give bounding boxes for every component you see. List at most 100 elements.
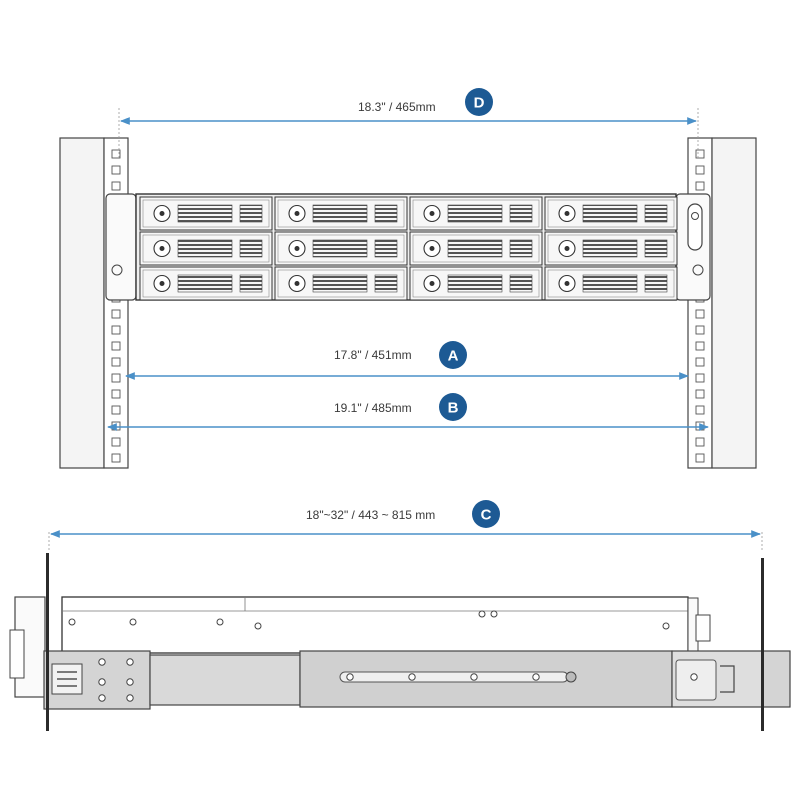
rack-hole <box>111 357 121 367</box>
right-ear-screw <box>692 264 704 276</box>
drive-tray <box>544 196 678 231</box>
drive-tray <box>274 231 408 266</box>
rack-hole <box>111 309 121 319</box>
drive-tray <box>544 266 678 301</box>
dimension-a-badge-letter: A <box>448 348 459 365</box>
left-rack-post <box>59 137 129 469</box>
rack-hole <box>695 421 705 431</box>
tray-vent <box>239 204 263 223</box>
rail-hole <box>98 694 106 702</box>
screw-icon <box>490 610 498 618</box>
drive-tray <box>544 231 678 266</box>
tray-vent <box>312 204 368 223</box>
rack-hole <box>111 373 121 383</box>
rack-hole <box>695 373 705 383</box>
slide-rail <box>43 650 791 710</box>
tray-vent <box>509 204 533 223</box>
screw-icon <box>129 618 137 626</box>
nas-chassis <box>105 193 711 301</box>
tray-vent <box>374 274 398 293</box>
tray-vent <box>644 239 668 258</box>
rail-hole <box>690 673 698 681</box>
dimension-d-label: 18.3" / 465mm <box>358 100 436 114</box>
tray-vent <box>239 274 263 293</box>
drive-tray <box>409 266 543 301</box>
dimension-c-badge-letter: C <box>481 507 492 524</box>
dimension-a-badge <box>439 341 467 369</box>
rack-hole <box>111 149 121 159</box>
rack-hole <box>111 181 121 191</box>
rail-hole <box>346 673 354 681</box>
rail-hole <box>126 658 134 666</box>
drive-tray <box>139 196 273 231</box>
rack-hole <box>111 453 121 463</box>
rack-hole <box>111 341 121 351</box>
inner-rail <box>149 654 301 706</box>
rack-hole <box>695 453 705 463</box>
tray-vent <box>374 204 398 223</box>
rail-hole <box>470 673 478 681</box>
rack-hole <box>695 149 705 159</box>
tray-vent <box>447 204 503 223</box>
front-rack-post-line <box>46 553 49 731</box>
tray-vent <box>239 239 263 258</box>
rack-hole <box>111 437 121 447</box>
rack-hole <box>111 421 121 431</box>
screw-icon <box>216 618 224 626</box>
rail-hole <box>98 678 106 686</box>
drive-bays <box>139 196 678 301</box>
rail-hole <box>532 673 540 681</box>
right-rack-post <box>687 137 757 469</box>
drive-tray <box>274 266 408 301</box>
screw-icon <box>662 622 670 630</box>
drive-tray <box>409 231 543 266</box>
rack-hole <box>111 405 121 415</box>
rail-hole <box>126 678 134 686</box>
front-view: 18.3" / 465mm D 17.8" / 451mm A 19.1" / … <box>59 88 757 469</box>
left-rack-ear <box>105 193 137 301</box>
tray-vent <box>447 274 503 293</box>
drive-tray <box>409 196 543 231</box>
dimension-b-label: 19.1" / 485mm <box>334 401 412 415</box>
rear-rail-end <box>761 650 791 708</box>
rail-hole <box>408 673 416 681</box>
rack-hole <box>695 309 705 319</box>
dimension-b-badge <box>439 393 467 421</box>
screw-icon <box>68 618 76 626</box>
drive-tray <box>139 266 273 301</box>
tray-vent <box>312 274 368 293</box>
tray-vent <box>312 239 368 258</box>
rack-hole <box>695 341 705 351</box>
power-button-icon <box>691 212 699 220</box>
handle-tab <box>9 629 25 679</box>
tray-vent <box>509 274 533 293</box>
dimension-c-label: 18"~32" / 443 ~ 815 mm <box>306 508 435 522</box>
dimension-d-badge-letter: D <box>474 95 485 112</box>
rail-hole <box>98 658 106 666</box>
rack-hole <box>695 181 705 191</box>
rail-hole <box>126 694 134 702</box>
rack-hole <box>111 389 121 399</box>
dimension-d: 18.3" / 465mm D <box>118 88 699 160</box>
drive-tray <box>274 196 408 231</box>
rack-hole <box>695 437 705 447</box>
dimension-a: 17.8" / 451mm A <box>125 341 689 380</box>
power-button-panel <box>687 203 703 251</box>
tray-vent <box>177 204 233 223</box>
tray-vent <box>509 239 533 258</box>
rack-hole <box>695 165 705 175</box>
dimension-b-badge-letter: B <box>448 400 459 417</box>
screw-icon <box>254 622 262 630</box>
tray-vent <box>644 204 668 223</box>
left-ear-screw <box>111 264 123 276</box>
dimension-b: 19.1" / 485mm B <box>107 393 709 431</box>
tray-vent <box>644 274 668 293</box>
rack-hole <box>111 165 121 175</box>
tray-vent <box>582 274 638 293</box>
rack-hole <box>695 357 705 367</box>
tray-vent <box>374 239 398 258</box>
rack-hole <box>695 405 705 415</box>
rack-hole <box>111 325 121 335</box>
tray-vent <box>447 239 503 258</box>
